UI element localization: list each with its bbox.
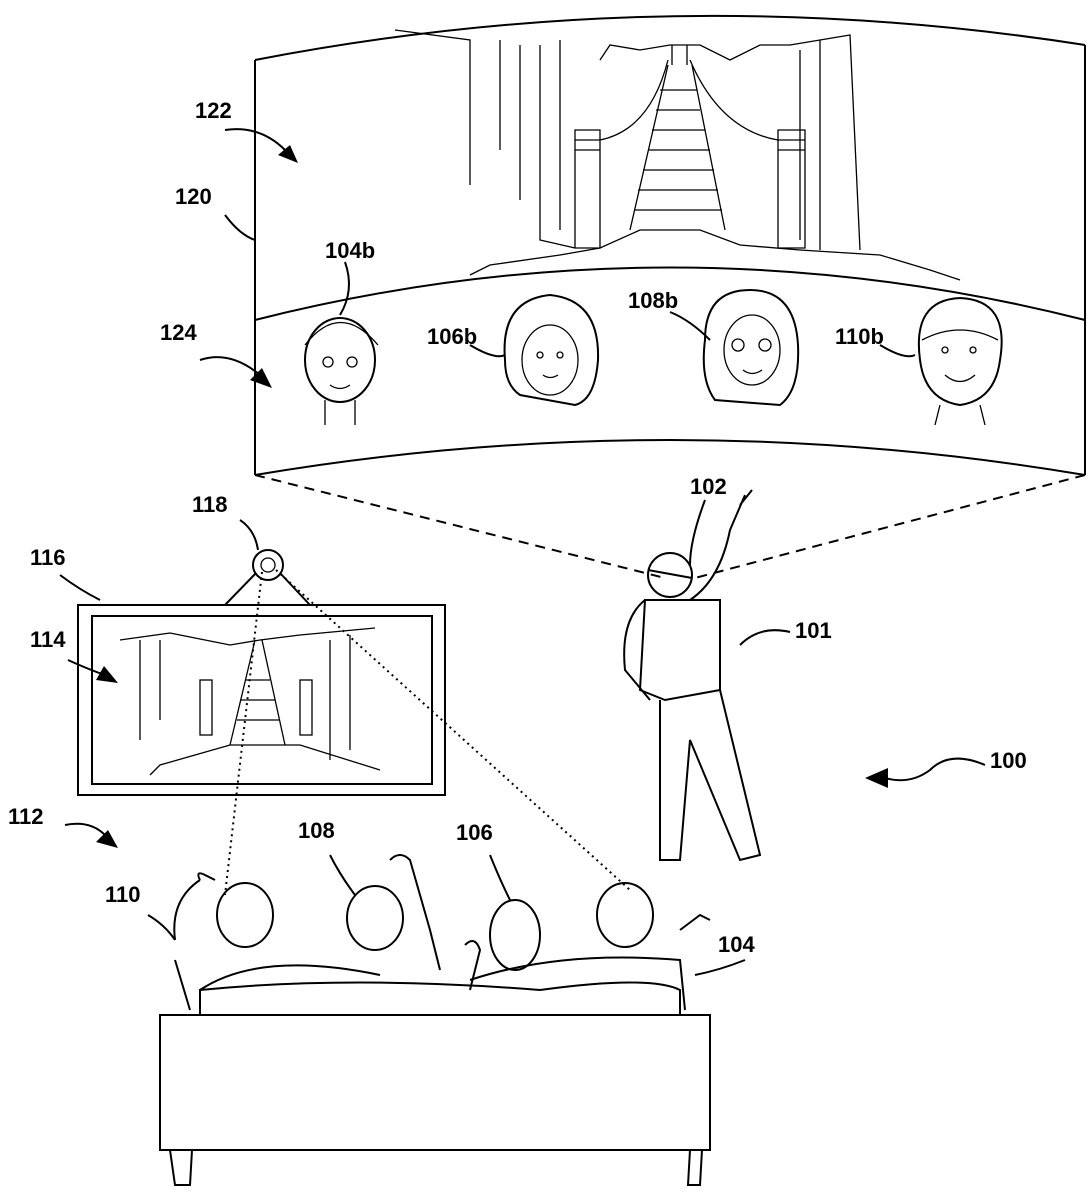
label-110: 110: [105, 882, 141, 908]
projection-line-left: [255, 475, 665, 578]
projection-line-right: [695, 475, 1085, 578]
label-110b: 110b: [835, 324, 884, 350]
audience-112: [174, 855, 710, 1010]
label-104: 104: [718, 932, 755, 958]
label-106b: 106b: [427, 324, 477, 350]
label-108b: 108b: [628, 288, 678, 314]
camera-118: [225, 550, 310, 605]
camera-sight-line-left: [225, 572, 262, 895]
avatar-108b: [704, 290, 798, 405]
label-102: 102: [690, 474, 727, 500]
virtual-view-panel: [255, 16, 1085, 475]
label-106: 106: [456, 820, 493, 846]
label-100: 100: [990, 748, 1027, 774]
label-108: 108: [298, 818, 335, 844]
avatar-106b: [505, 295, 599, 405]
avatar-104b: [305, 318, 378, 425]
avatar-110b: [919, 298, 1002, 425]
label-120: 120: [175, 184, 212, 210]
label-118: 118: [192, 492, 228, 518]
couch: [160, 983, 710, 1186]
label-104b: 104b: [325, 238, 375, 264]
leader-lines: [60, 129, 985, 975]
label-112: 112: [8, 804, 44, 830]
label-114: 114: [30, 627, 66, 653]
label-124: 124: [160, 320, 197, 346]
label-122: 122: [195, 98, 232, 124]
label-101: 101: [795, 618, 832, 644]
display-116: [78, 605, 445, 795]
label-116: 116: [30, 545, 66, 571]
bridge-scene: [395, 30, 960, 280]
